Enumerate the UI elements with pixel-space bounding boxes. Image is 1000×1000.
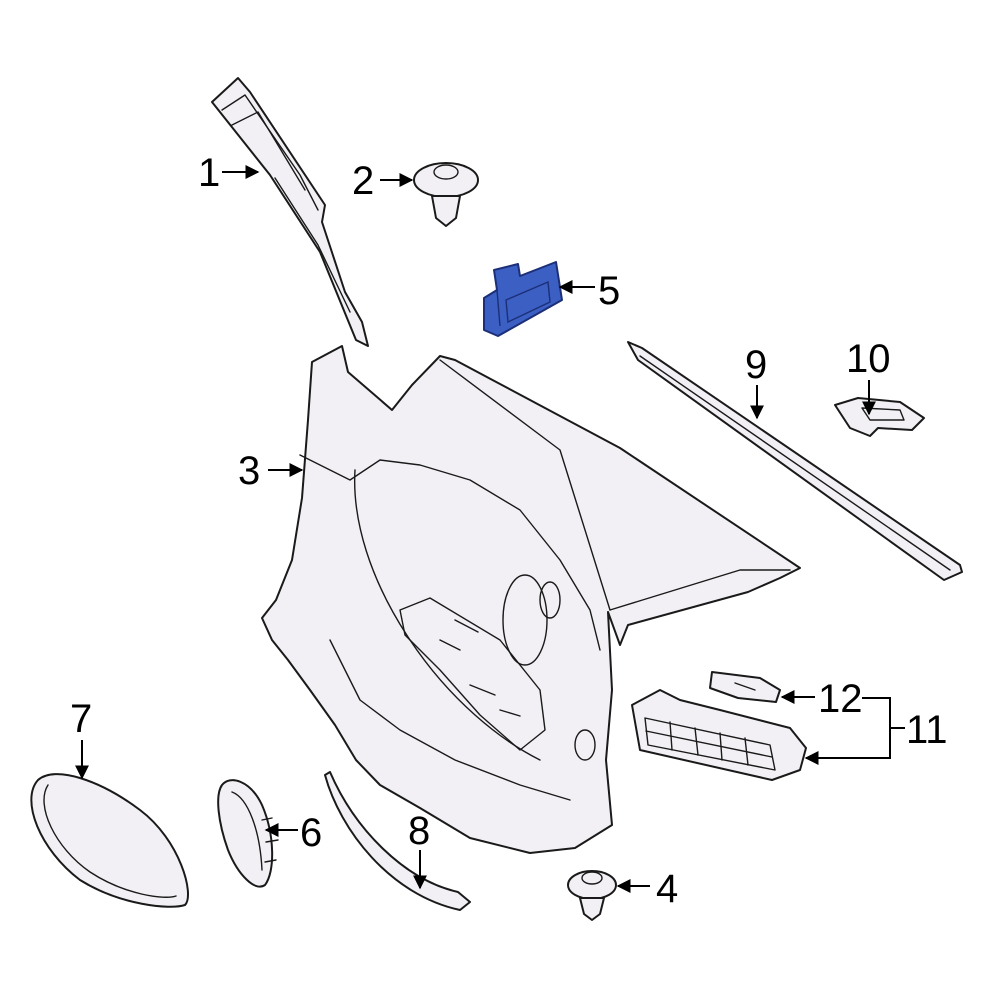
part-3-quarter-panel[interactable] [261, 345, 801, 854]
callout-6: 6 [300, 811, 322, 855]
leader-lines [75, 165, 905, 893]
part-5-bracket[interactable] [483, 261, 563, 337]
part-6-speaker-cover[interactable] [217, 779, 279, 888]
callout-9: 9 [745, 343, 767, 387]
callout-1: 1 [198, 151, 220, 195]
callout-2: 2 [352, 159, 374, 203]
part-12-vent-insert[interactable] [709, 671, 781, 703]
part-2-clip[interactable] [413, 162, 479, 227]
callout-3: 3 [238, 449, 260, 493]
callout-7: 7 [70, 697, 92, 741]
part-8-curved-strip[interactable] [324, 771, 471, 911]
callout-labels: 1 2 3 4 5 6 7 8 9 10 11 12 [70, 151, 948, 911]
part-7-oval-trim[interactable] [30, 773, 189, 908]
callout-10: 10 [846, 337, 891, 381]
part-1-pillar-trim[interactable] [211, 77, 369, 347]
part-9-trim-strip[interactable] [627, 341, 963, 581]
callout-8: 8 [408, 809, 430, 853]
part-4-clip[interactable] [567, 870, 617, 921]
callout-12: 12 [818, 677, 863, 721]
part-10-cover[interactable] [834, 397, 925, 437]
callout-5: 5 [598, 269, 620, 313]
callout-4: 4 [656, 867, 678, 911]
callout-11: 11 [906, 708, 948, 752]
part-11-vent-assembly[interactable] [631, 689, 807, 781]
